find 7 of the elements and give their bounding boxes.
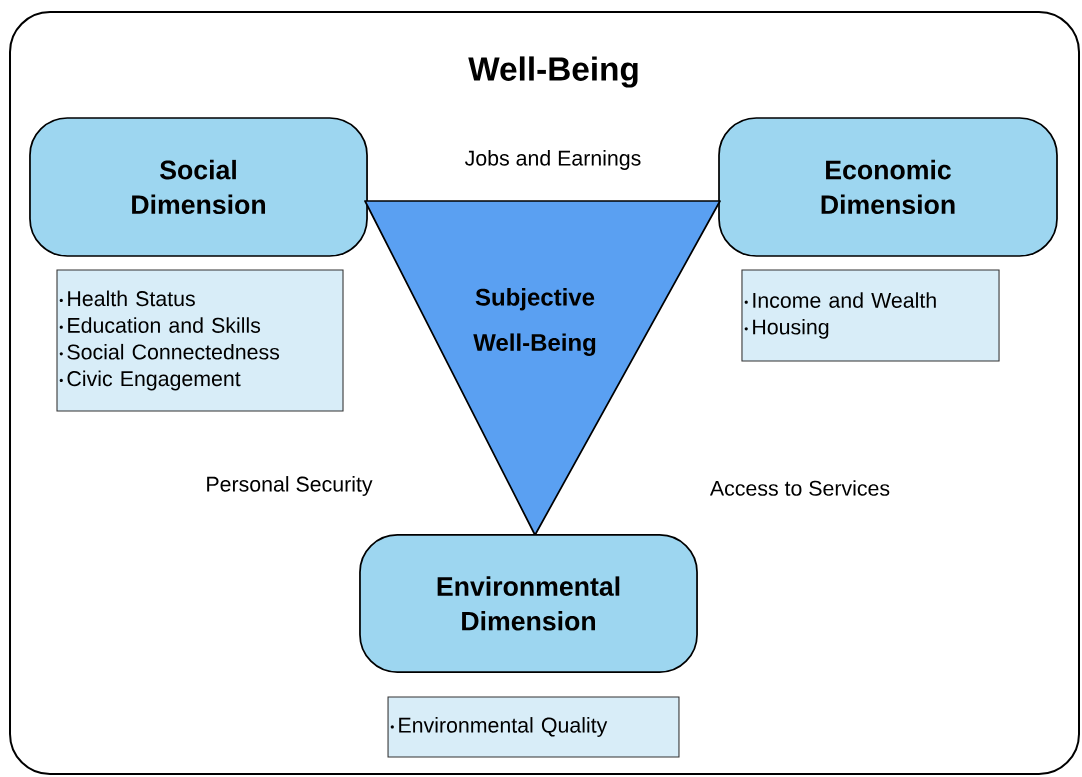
list-box: Environmental Quality xyxy=(387,696,680,758)
dimension-label: Jobs and Earnings xyxy=(465,150,641,170)
list-box: Health Status Education and Skills Social Connectedness Civic Engagement xyxy=(56,269,344,412)
dimension-box: Social Dimension xyxy=(29,117,368,257)
list-box: Income and Wealth Housing xyxy=(741,269,1000,362)
dimension-box: Economic Dimension xyxy=(718,117,1058,257)
dimension-box: Environmental Dimension xyxy=(359,534,698,673)
